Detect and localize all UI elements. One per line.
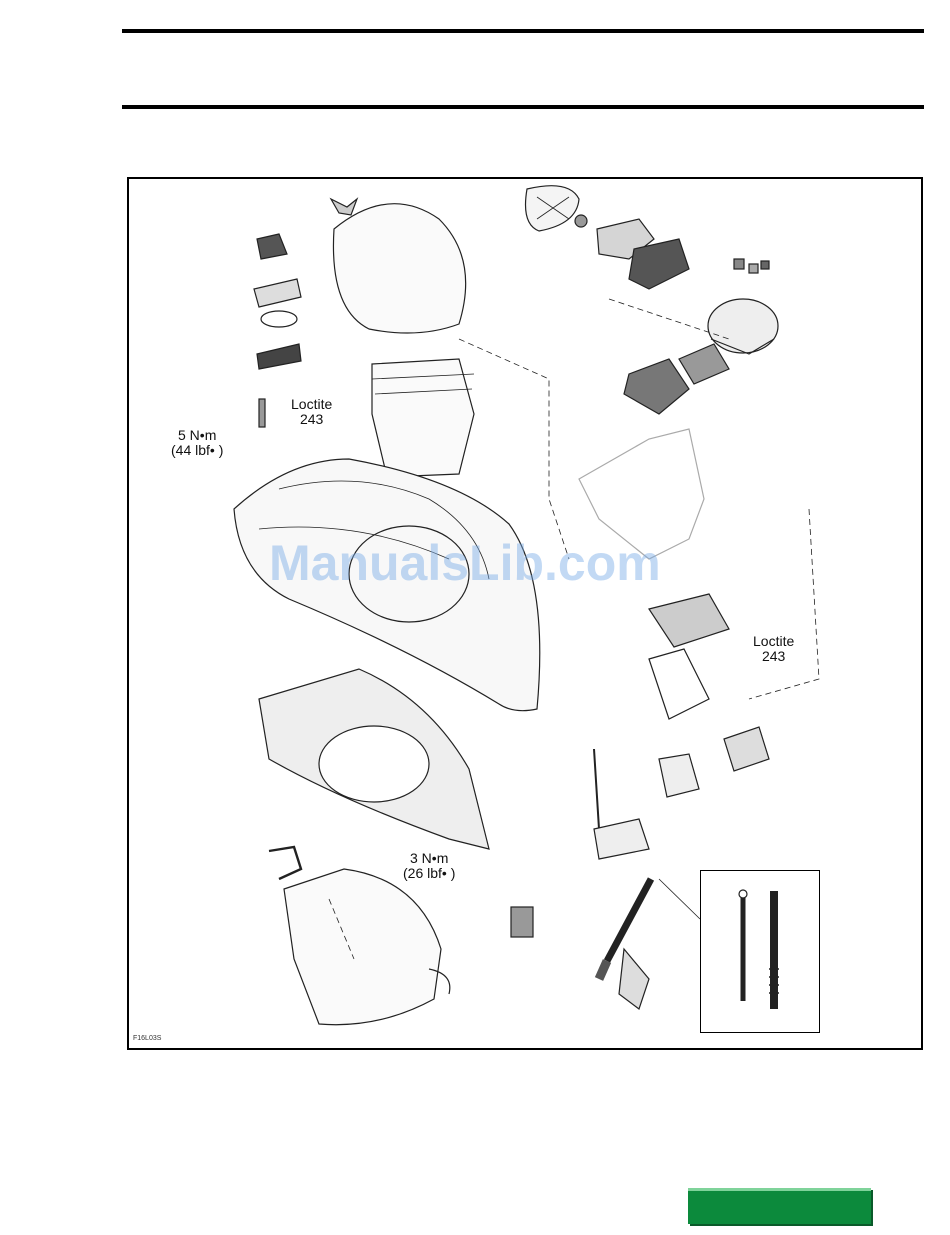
latch-top <box>257 234 287 259</box>
loctite-label-right-number: 243 <box>753 649 794 664</box>
torque-label-bottom: 3 N•m (26 lbf• ) <box>403 851 455 881</box>
lower-basket <box>284 869 441 1025</box>
loctite-label-right-name: Loctite <box>753 634 794 649</box>
loctite-label-top-name: Loctite <box>291 397 332 412</box>
figure-code: F16L03S <box>133 1035 161 1042</box>
torque-label-top-imperial: (44 lbf• ) <box>171 443 223 458</box>
watermark-text: ManualsLib.com <box>269 534 661 592</box>
header-rule-bottom <box>122 105 924 109</box>
dash-bracket <box>624 359 689 414</box>
gauge-housing <box>708 299 778 353</box>
loctite-label-top-number: 243 <box>291 412 332 427</box>
steering-plate <box>724 727 769 771</box>
torque-label-bottom-value: 3 N•m <box>403 851 455 866</box>
exploded-parts-diagram: ManualsLib.com 5 N•m (44 lbf• ) Loctite … <box>127 177 923 1050</box>
drain-fitting <box>511 907 533 937</box>
seat-cushion <box>333 204 465 333</box>
section-tab[interactable] <box>688 1188 871 1224</box>
latch-plate <box>254 279 301 307</box>
loctite-label-top: Loctite 243 <box>291 397 332 427</box>
inset-detail-box <box>700 870 820 1033</box>
header-rule-top <box>122 29 924 33</box>
lock-base <box>257 344 301 369</box>
steering-bracket <box>649 594 729 647</box>
torque-label-top: 5 N•m (44 lbf• ) <box>171 428 223 458</box>
clip-part <box>331 199 357 215</box>
torque-label-bottom-imperial: (26 lbf• ) <box>403 866 455 881</box>
torque-label-top-value: 5 N•m <box>171 428 223 443</box>
loctite-label-right: Loctite 243 <box>753 634 794 664</box>
